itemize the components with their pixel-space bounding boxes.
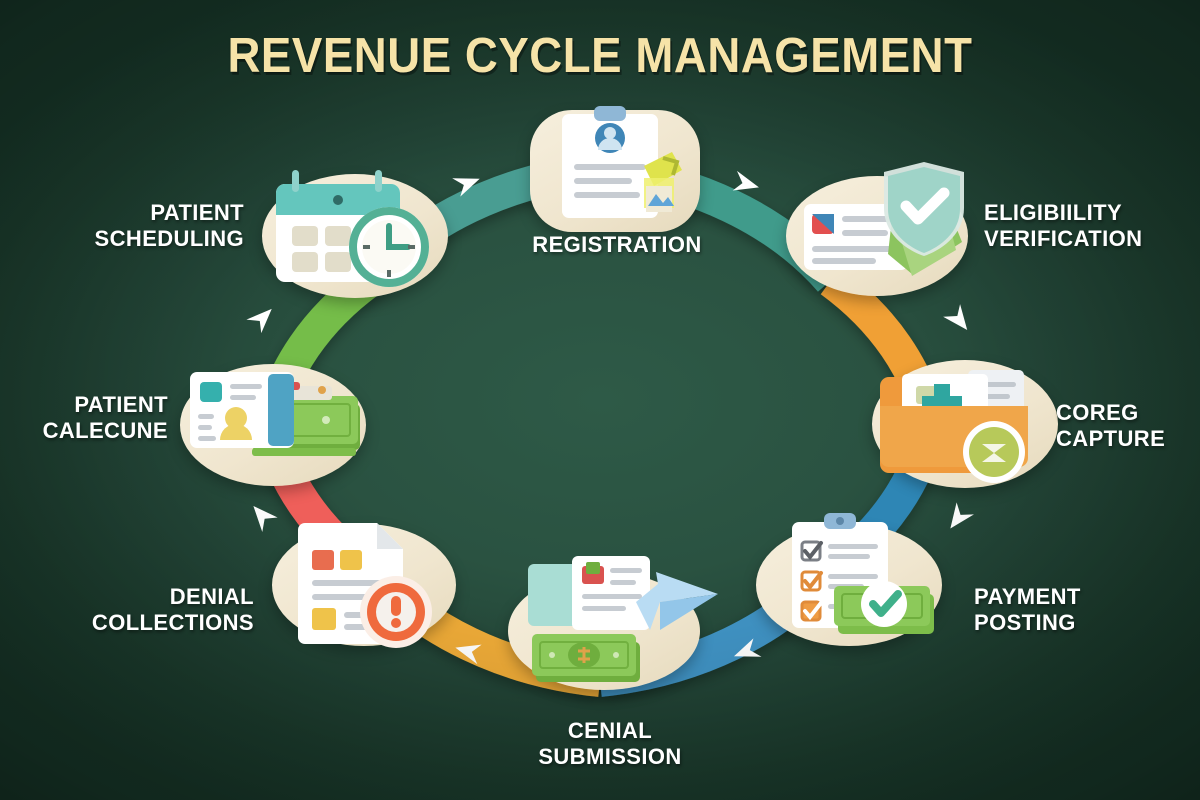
arrow-icon bbox=[455, 644, 482, 665]
label-payment-posting: PAYMENT POSTING bbox=[974, 584, 1081, 635]
label-patient-collections: PATIENT CALECUNE bbox=[42, 392, 168, 443]
calendar-clock-icon bbox=[262, 160, 452, 300]
label-claim-submission: CENIAL SUBMISSION bbox=[538, 718, 682, 769]
id-card-cash-icon bbox=[176, 352, 370, 494]
arrow-icon bbox=[950, 502, 974, 529]
medical-folder-icon bbox=[872, 348, 1062, 492]
cash-send-icon bbox=[506, 538, 730, 694]
checklist-cash-icon bbox=[760, 508, 950, 648]
arrow-icon bbox=[943, 304, 968, 330]
arrow-icon bbox=[246, 308, 272, 334]
label-denial-collections: DENIAL COLLECTIONS bbox=[91, 584, 254, 635]
arrow-icon bbox=[253, 505, 278, 532]
label-patient-scheduling: PATIENT SCHEDULING bbox=[94, 200, 244, 251]
arrow-icon bbox=[732, 170, 759, 191]
arrow-icon bbox=[733, 638, 762, 657]
ring-arrows bbox=[246, 170, 974, 665]
label-eligibility-verification: ELIGIBIILITY VERIFICATION bbox=[984, 200, 1143, 251]
page-title: REVENUE CYCLE MANAGEMENT bbox=[227, 29, 973, 83]
shield-check-card-icon bbox=[788, 156, 974, 296]
label-charge-capture: COREG CAPTURE bbox=[1056, 400, 1166, 451]
document-alert-icon bbox=[276, 512, 464, 652]
arrow-icon bbox=[452, 178, 480, 197]
label-registration: REGISTRATION bbox=[532, 232, 702, 257]
clipboard-profile-icon bbox=[532, 100, 702, 230]
